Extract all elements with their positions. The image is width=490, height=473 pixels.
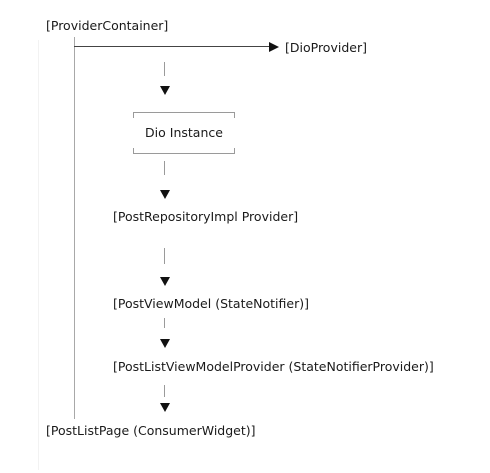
dio-provider-arrow-icon [269,42,279,52]
page-arrow-icon [160,403,170,412]
post-repository-impl-provider-label: [PostRepositoryImpl Provider] [113,209,299,224]
repository-to-viewmodel-line [164,248,165,264]
background-guide-line [38,40,39,470]
dio-instance-box: Dio Instance [133,112,235,154]
dio-instance-arrow-icon [160,86,170,95]
dio-box-bottom-border [133,148,235,154]
dio-provider-label: [DioProvider] [285,40,367,55]
list-provider-arrow-icon [160,339,170,348]
dio-provider-to-instance-line [164,62,165,76]
instance-to-repository-line [164,161,165,175]
repository-arrow-icon [160,190,170,199]
dio-instance-label: Dio Instance [145,125,223,140]
post-list-page-label: [PostListPage (ConsumerWidget)] [46,423,256,438]
post-view-model-label: [PostViewModel (StateNotifier)] [113,296,309,311]
dio-box-top-border [133,112,235,118]
viewmodel-to-listprovider-line [164,318,165,328]
post-list-view-model-provider-label: [PostListViewModelProvider (StateNotifie… [113,359,434,374]
container-trunk-line [74,37,75,419]
provider-container-label: [ProviderContainer] [46,18,169,33]
viewmodel-arrow-icon [160,277,170,286]
container-to-dio-provider-line [74,46,270,47]
listprovider-to-page-line [164,385,165,397]
